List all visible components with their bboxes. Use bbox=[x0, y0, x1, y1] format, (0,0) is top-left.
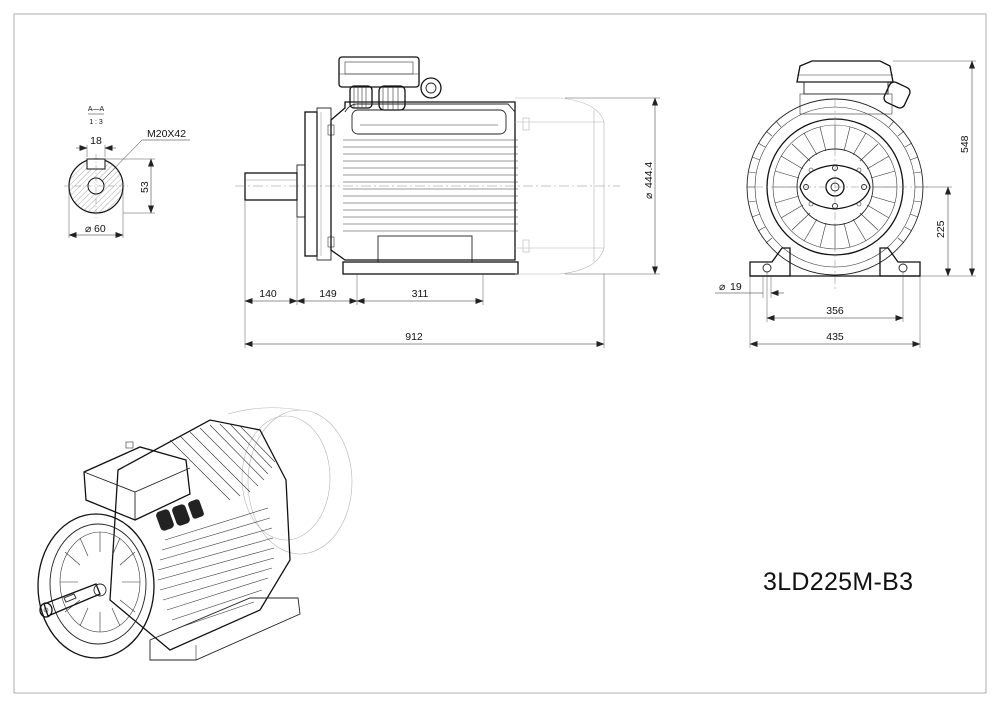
shaft-diameter-label: 60 bbox=[94, 223, 106, 235]
end-radial-fins bbox=[747, 120, 923, 244]
overall-length-label: 912 bbox=[405, 331, 423, 343]
section-label: A—A bbox=[88, 106, 105, 113]
shaft-height-label: 225 bbox=[935, 220, 947, 238]
side-view: ⌀ 444.4 140 149 311 912 bbox=[235, 56, 660, 348]
overall-height-label: 548 bbox=[959, 135, 971, 153]
flange-diameter-symbol: ⌀ bbox=[643, 192, 655, 199]
key-width-label: 18 bbox=[90, 135, 102, 147]
foot-hole-diameter-label: 19 bbox=[730, 281, 742, 293]
shaft-section-view: A—A 1 : 3 18 M20X42 53 ⌀ 60 bbox=[64, 106, 190, 238]
shaft-to-foot-label: 149 bbox=[319, 288, 337, 300]
thread-label: M20X42 bbox=[147, 128, 186, 140]
section-scale: 1 : 3 bbox=[89, 119, 103, 126]
foot-hole-spacing-label: 311 bbox=[412, 288, 429, 300]
key-depth-label: 53 bbox=[139, 181, 151, 193]
isometric-view bbox=[37, 407, 353, 661]
foot-hole-distance-label: 356 bbox=[826, 305, 844, 317]
side-fins bbox=[343, 139, 518, 232]
diameter-symbol: ⌀ bbox=[85, 223, 92, 235]
shaft-length-label: 140 bbox=[259, 288, 277, 300]
sheet-border bbox=[13, 13, 987, 694]
flange-diameter-label: 444.4 bbox=[643, 162, 655, 188]
terminal-box bbox=[338, 56, 420, 88]
foot-width-label: 435 bbox=[826, 331, 844, 343]
iso-grille bbox=[60, 532, 140, 632]
model-title: 3LD225M-B3 bbox=[763, 568, 914, 596]
side-shaft bbox=[244, 172, 298, 201]
iso-fins bbox=[157, 423, 276, 629]
end-view: 548 225 ⌀ 19 356 435 bbox=[715, 60, 976, 348]
foot-hole-diameter-symbol: ⌀ bbox=[719, 281, 726, 293]
